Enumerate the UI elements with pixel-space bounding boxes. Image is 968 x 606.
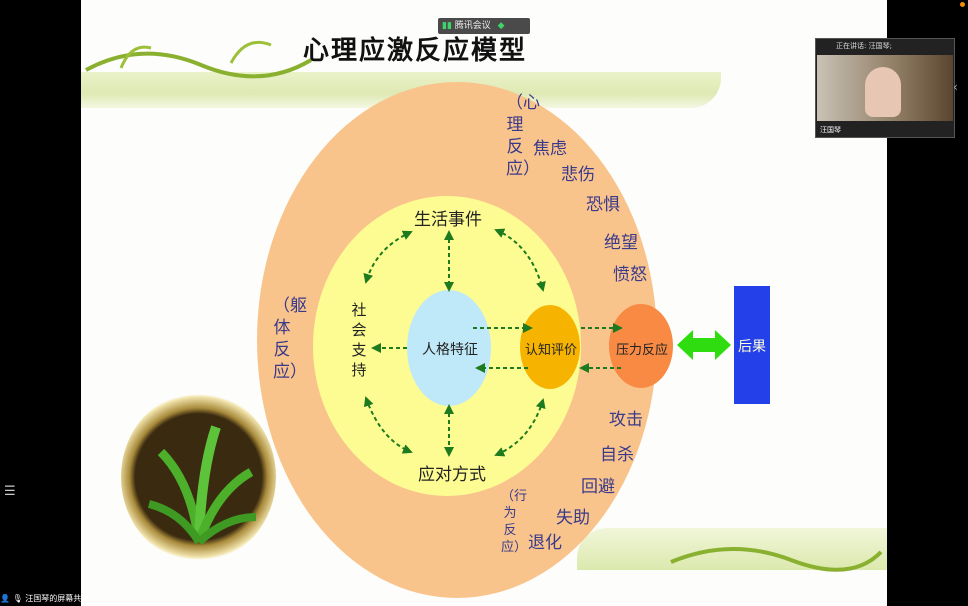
list-icon[interactable]: ☰: [4, 484, 16, 499]
emotion-item: 恐惧: [586, 195, 620, 215]
double-arrow-icon: [677, 330, 731, 360]
behavior-item: 失助: [556, 508, 590, 528]
stress-model-diagram: [257, 82, 770, 598]
person-avatar: [865, 67, 901, 117]
slide-title: 心理应激反应模型: [303, 36, 528, 66]
life-events-label: 生活事件: [414, 210, 482, 230]
behavior-item: 退化: [528, 533, 562, 553]
plant-icon: [147, 425, 257, 545]
behavior-item: 自杀: [600, 445, 634, 465]
behavior-response-label: （行为反应）: [501, 489, 528, 555]
psych-response-label: （心理反应）: [506, 93, 540, 179]
user-icon: 👤: [0, 594, 10, 603]
coping-label: 应对方式: [418, 465, 486, 485]
stress-circle: [609, 304, 673, 388]
vine-decoration-icon: [85, 40, 313, 79]
behavior-item: 攻击: [609, 410, 643, 430]
status-dot: [960, 2, 965, 7]
social-support-label: 社会支持: [351, 301, 367, 379]
chevron-left-icon[interactable]: ‹: [953, 80, 958, 94]
speaker-video-tile[interactable]: 正在讲话: 汪国琴; 汪国琴: [815, 38, 955, 138]
video-feed: [817, 55, 953, 121]
stress-response-label: 压力反应: [615, 343, 668, 358]
share-label: 汪国琴的屏幕共享: [25, 594, 90, 603]
slide-canvas: 心理应激反应模型: [81, 0, 887, 606]
cognitive-label: 认知评价: [524, 343, 577, 358]
meeting-app-name: 腾讯会议: [454, 21, 491, 31]
behavior-item: 回避: [581, 477, 615, 497]
screen-share-bar[interactable]: 👤 🎙 汪国琴的屏幕共享: [0, 593, 100, 606]
vine-decoration-icon: [670, 547, 883, 572]
shield-icon: ◆: [497, 21, 505, 31]
cognitive-circle: [520, 305, 580, 389]
participant-name: 汪国琴: [820, 126, 841, 134]
speaking-indicator: 正在讲话: 汪国琴;: [836, 42, 892, 50]
mic-icon: 🎙: [12, 594, 23, 603]
result-label: 后果: [738, 339, 766, 355]
emotion-item: 焦虑: [533, 139, 567, 159]
personality-label: 人格特征: [422, 342, 478, 358]
result-box: [734, 286, 770, 404]
signal-icon: ▮▮: [442, 21, 452, 31]
emotion-item: 悲伤: [561, 165, 595, 185]
emotion-item: 绝望: [604, 233, 638, 253]
plant-image: [121, 392, 276, 562]
body-response-label: （躯体反应）: [273, 296, 307, 382]
meeting-app-badge[interactable]: ▮▮ 腾讯会议 ◆: [438, 18, 530, 34]
personality-circle: [407, 290, 491, 406]
emotion-item: 愤怒: [613, 265, 647, 285]
